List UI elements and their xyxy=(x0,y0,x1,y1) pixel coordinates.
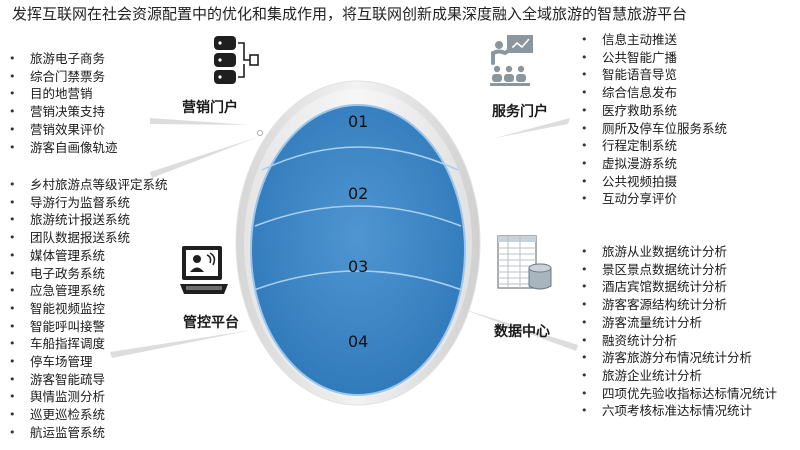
list-item: 融资统计分析 xyxy=(578,332,800,350)
list-item: 厕所及停车位服务系统 xyxy=(578,120,727,138)
list-item: 旅游电子商务 xyxy=(6,50,118,68)
spreadsheet-icon xyxy=(497,235,552,290)
database-icon xyxy=(214,36,259,84)
list-item: 行程定制系统 xyxy=(578,137,727,155)
label-marketing-portal: 营销门户 xyxy=(182,100,238,116)
label-service-portal: 服务门户 xyxy=(492,104,548,120)
list-data-items: 旅游从业数据统计分析 景区景点数据统计分析 酒店宾馆数据统计分析 游客客源结构统… xyxy=(578,243,800,420)
list-item: 游客智能疏导 xyxy=(6,371,168,389)
list-item: 舆情监测分析 xyxy=(6,388,168,406)
segment-label-01: 01 xyxy=(348,112,368,131)
list-item: 游客自画像轨迹 xyxy=(6,139,118,157)
list-item: 营销决策支持 xyxy=(6,103,118,121)
list-item: 虚拟漫游系统 xyxy=(578,155,727,173)
list-item: 停车场管理 xyxy=(6,353,168,371)
list-item: 智能语音导览 xyxy=(578,66,727,84)
list-service-items: 信息主动推送 公共智能广播 智能语音导览 综合信息发布 医疗救助系统 厕所及停车… xyxy=(578,31,727,208)
list-item: 巡更巡检系统 xyxy=(6,406,168,424)
label-control-platform: 管控平台 xyxy=(183,315,239,331)
connector-lines xyxy=(110,118,578,358)
list-item: 旅游统计报送系统 xyxy=(6,211,168,229)
list-item: 旅游企业统计分析 xyxy=(578,367,800,385)
list-marketing-items: 旅游电子商务 综合门禁票务 目的地营销 营销决策支持 营销效果评价 游客自画像轨… xyxy=(6,50,118,156)
list-item: 四项优先验收指标达标情况统计 xyxy=(578,385,800,403)
list-item: 营销效果评价 xyxy=(6,121,118,139)
list-item: 应急管理系统 xyxy=(6,282,168,300)
list-item: 目的地营销 xyxy=(6,85,118,103)
list-item: 游客旅游分布情况统计分析 xyxy=(578,349,800,367)
page-title: 发挥互联网在社会资源配置中的优化和集成作用，将互联网创新成果深度融入全域旅游的智… xyxy=(12,5,688,23)
list-item: 乡村旅游点等级评定系统 xyxy=(6,176,168,194)
list-item: 医疗救助系统 xyxy=(578,102,727,120)
list-item: 导游行为监督系统 xyxy=(6,194,168,212)
globe-body xyxy=(250,104,466,396)
list-item: 综合门禁票务 xyxy=(6,68,118,86)
list-item: 游客流量统计分析 xyxy=(578,314,800,332)
list-item: 公共视频拍摄 xyxy=(578,173,727,191)
list-item: 智能视频监控 xyxy=(6,300,168,318)
list-item: 酒店宾馆数据统计分析 xyxy=(578,278,800,296)
globe-segment-labels: 01 02 03 04 xyxy=(348,112,368,351)
list-item: 游客客源结构统计分析 xyxy=(578,296,800,314)
presenter-icon xyxy=(490,35,533,86)
list-item: 综合信息发布 xyxy=(578,84,727,102)
list-item: 旅游从业数据统计分析 xyxy=(578,243,800,261)
label-data-center: 数据中心 xyxy=(494,324,550,340)
list-control-items: 乡村旅游点等级评定系统 导游行为监督系统 旅游统计报送系统 团队数据报送系统 媒… xyxy=(6,176,168,442)
segment-label-04: 04 xyxy=(348,332,368,351)
list-item: 六项考核标准达标情况统计 xyxy=(578,402,800,420)
list-item: 电子政务系统 xyxy=(6,265,168,283)
list-item: 公共智能广播 xyxy=(578,49,727,67)
segment-label-03: 03 xyxy=(348,257,368,276)
list-item: 车船指挥调度 xyxy=(6,335,168,353)
monitor-icon xyxy=(180,246,228,294)
list-item: 信息主动推送 xyxy=(578,31,727,49)
list-item: 景区景点数据统计分析 xyxy=(578,261,800,279)
list-item: 航运监管系统 xyxy=(6,424,168,442)
list-item: 互动分享评价 xyxy=(578,190,727,208)
segment-label-02: 02 xyxy=(348,184,368,203)
list-item: 智能呼叫接警 xyxy=(6,318,168,336)
list-item: 团队数据报送系统 xyxy=(6,229,168,247)
list-item: 媒体管理系统 xyxy=(6,247,168,265)
